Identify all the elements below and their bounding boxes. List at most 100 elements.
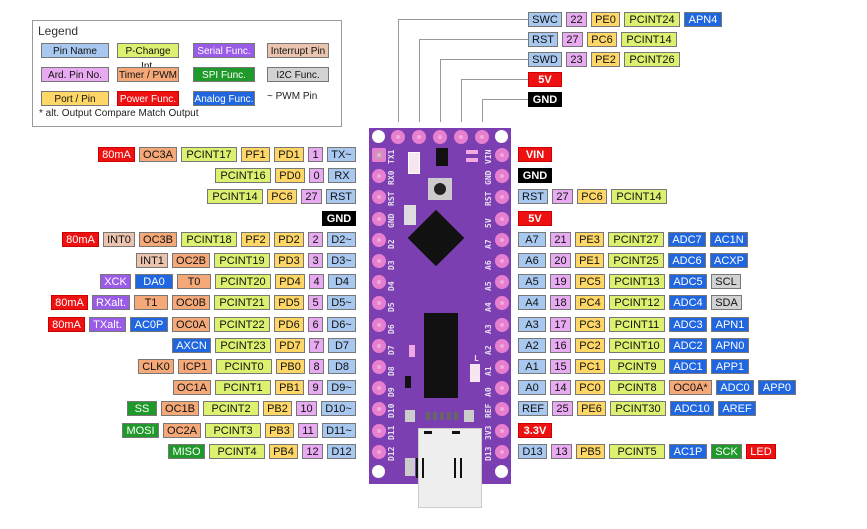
- top-pin-tag-rst: RST: [528, 32, 558, 47]
- right-header-pin: [495, 360, 509, 374]
- top-pin-tag-pcint14: PCINT14: [621, 32, 677, 47]
- mounting-hole: [372, 465, 385, 478]
- left-pin-tag-d8: D8: [328, 359, 356, 374]
- top-pin-tag-swd: SWD: [528, 52, 562, 67]
- silkscreen-right-label: RST: [484, 191, 493, 206]
- left-pin-tag-icp1: ICP1: [178, 359, 212, 374]
- right-pin-tag-adc3: ADC3: [669, 317, 707, 332]
- right-pin-tag-a5: A5: [518, 274, 546, 289]
- right-header-pin: [495, 169, 509, 183]
- right-pin-tag-adc5: ADC5: [669, 274, 707, 289]
- left-pin-tag-pcint17: PCINT17: [181, 147, 237, 162]
- right-header-pin: [495, 254, 509, 268]
- right-pin-tag-led: LED: [746, 444, 776, 459]
- right-pin-tag-pe6: PE6: [577, 401, 606, 416]
- legend-pwm-note: ~ PWM Pin: [267, 91, 318, 102]
- usb-contact: [440, 412, 444, 420]
- right-pin-tag-ac1n: AC1N: [710, 232, 748, 247]
- left-pin-tag-80ma: 80mA: [98, 147, 135, 162]
- right-pin-tag-13: 13: [551, 444, 572, 459]
- legend-swatch-timer-pwm: Timer / PWM: [117, 67, 179, 82]
- leader-line-h: [398, 19, 528, 20]
- usb-slot: [452, 431, 460, 434]
- left-pin-tag-4: 4: [309, 274, 324, 289]
- legend-swatch-port-pin: Port / Pin: [41, 91, 109, 106]
- right-pin-tag-a1: A1: [518, 359, 546, 374]
- left-pin-tag-xck: XCK: [100, 274, 131, 289]
- left-pin-tag-7: 7: [309, 338, 324, 353]
- left-pin-tag-pd3: PD3: [274, 253, 304, 268]
- leader-line-v: [482, 99, 483, 122]
- right-pin-tag-pc3: PC3: [575, 317, 605, 332]
- right-pin-tag-scl: SCL: [711, 274, 741, 289]
- legend-swatch-interrupt-pin: Interrupt Pin: [267, 43, 329, 58]
- right-pin-tag-d13: D13: [518, 444, 547, 459]
- right-pin-tag-adc4: ADC4: [669, 295, 707, 310]
- left-pin-tag-pf1: PF1: [241, 147, 270, 162]
- top-pin-tag-pe0: PE0: [591, 12, 620, 27]
- right-header-pin: [495, 318, 509, 332]
- left-pin-tag-pb0: PB0: [276, 359, 305, 374]
- left-pin-tag-pcint18: PCINT18: [181, 232, 237, 247]
- right-header-pin: [495, 445, 509, 459]
- left-pin-tag-rx: RX: [328, 168, 356, 183]
- right-pin-tag-acxp: ACXP: [710, 253, 748, 268]
- leader-line-h: [419, 39, 528, 40]
- left-pin-tag-d5: D5~: [327, 295, 356, 310]
- left-pin-tag-oc0b: OC0B: [172, 295, 210, 310]
- left-pin-tag-pcint16: PCINT16: [215, 168, 271, 183]
- top-pin-tag-pe2: PE2: [591, 52, 620, 67]
- led-label: L: [474, 354, 479, 363]
- smd-resistor: [466, 158, 478, 162]
- right-pin-tag-pe1: PE1: [575, 253, 604, 268]
- right-header-pin: [495, 275, 509, 289]
- right-pin-tag-pc6: PC6: [577, 189, 607, 204]
- left-pin-tag-oc3a: OC3A: [139, 147, 177, 162]
- top-header-pin: [475, 130, 489, 144]
- leader-line-v: [398, 19, 399, 122]
- left-pin-tag-11: 11: [298, 423, 318, 438]
- left-header-pin: [372, 339, 386, 353]
- right-pin-tag-pcint9: PCINT9: [609, 359, 665, 374]
- usb-shield-tab: [464, 410, 474, 422]
- right-pin-tag-18: 18: [550, 295, 571, 310]
- silkscreen-right-label: A4: [484, 302, 493, 312]
- legend-swatch-p-change-int: P-Change Int.: [117, 43, 179, 72]
- silkscreen-left-label: D2: [387, 239, 396, 249]
- reset-button-cap: [434, 183, 446, 195]
- right-pin-tag-rst: RST: [518, 189, 548, 204]
- usb-contact: [433, 412, 437, 420]
- top-pin-tag-gnd: GND: [528, 92, 562, 107]
- left-header-pin: [372, 275, 386, 289]
- usb-contact: [426, 412, 430, 420]
- right-pin-tag-pcint10: PCINT10: [609, 338, 665, 353]
- left-pin-tag-pcint1: PCINT1: [215, 380, 271, 395]
- smd-component: [409, 345, 415, 357]
- right-pin-tag-pcint12: PCINT12: [609, 295, 665, 310]
- left-pin-tag-pb2: PB2: [263, 401, 292, 416]
- right-pin-tag-21: 21: [550, 232, 571, 247]
- leader-line-v: [419, 39, 420, 122]
- right-pin-tag-15: 15: [550, 359, 571, 374]
- left-pin-tag-pd1: PD1: [274, 147, 304, 162]
- silkscreen-left-label: D4: [387, 281, 396, 291]
- top-pin-tag-22: 22: [566, 12, 587, 27]
- micro-usb-port: [418, 428, 482, 508]
- left-header-pin: [372, 296, 386, 310]
- top-header-pin: [454, 130, 468, 144]
- legend-footnote: * alt. Output Compare Match Output: [39, 108, 199, 119]
- smd-component: [405, 376, 411, 388]
- left-pin-tag-pcint21: PCINT21: [214, 295, 270, 310]
- left-pin-tag-9: 9: [308, 380, 323, 395]
- silkscreen-right-label: A1: [484, 366, 493, 376]
- right-pin-tag-oc0a: OC0A*: [669, 380, 712, 395]
- left-pin-tag-da0: DA0: [135, 274, 173, 289]
- right-pin-tag-aref: AREF: [718, 401, 756, 416]
- silkscreen-right-label: GND: [484, 170, 493, 185]
- right-pin-tag-pc2: PC2: [575, 338, 605, 353]
- left-pin-tag-pcint20: PCINT20: [215, 274, 271, 289]
- right-pin-tag-33v: 3.3V: [518, 423, 552, 438]
- left-pin-tag-d12: D12: [327, 444, 356, 459]
- left-header-pin: [372, 212, 386, 226]
- right-pin-tag-19: 19: [550, 274, 571, 289]
